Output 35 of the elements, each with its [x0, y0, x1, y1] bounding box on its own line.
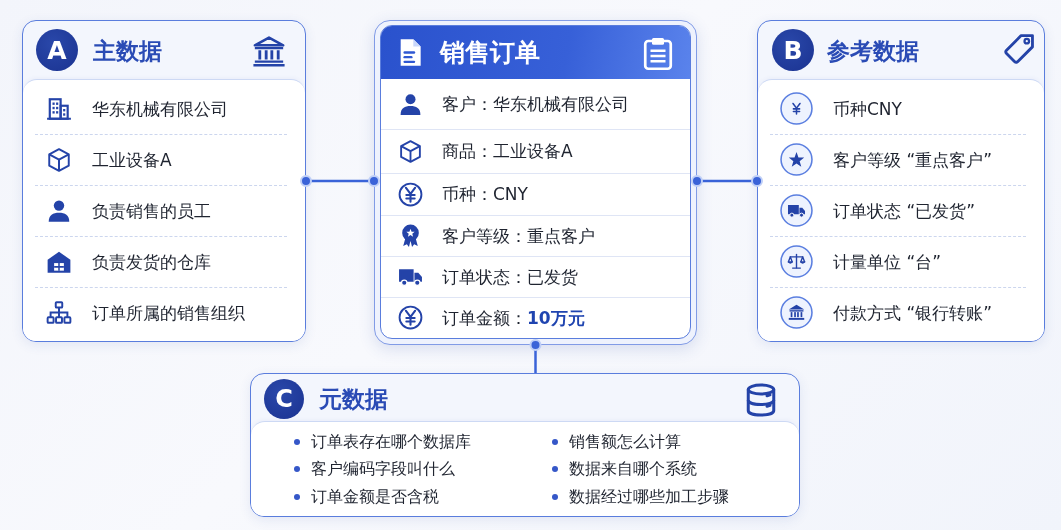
list-item: 工业设备A	[92, 148, 172, 172]
list-item: 计量单位 “台”	[833, 250, 942, 274]
list-item: 负责发货的仓库	[92, 250, 211, 274]
letter-circle: A	[36, 29, 78, 71]
list-item: 客户等级：重点客户	[442, 224, 595, 248]
list-item: 币种CNY	[833, 97, 902, 121]
list-item: 订单金额是否含税	[311, 486, 439, 508]
panel-heading: 元数据	[319, 385, 388, 414]
list-item: 客户编码字段叫什么	[311, 459, 455, 481]
list-item: 付款方式 “银行转账”	[833, 301, 993, 325]
list-item: 负责销售的员工	[92, 199, 211, 223]
connector-line	[300, 175, 380, 187]
panel-card	[22, 20, 306, 342]
list-item: 订单表存在哪个数据库	[311, 431, 471, 453]
list-item: 客户：华东机械有限公司	[442, 93, 629, 116]
connector-line	[529, 339, 542, 373]
letter-circle: B	[772, 29, 814, 71]
list-item: 华东机械有限公司	[92, 97, 228, 121]
list-item: 订单状态 “已发货”	[833, 199, 976, 223]
list-item: 商品：工业设备A	[442, 140, 573, 163]
letter-circle: C	[264, 379, 304, 419]
list-item: 订单状态：已发货	[442, 265, 578, 289]
list-item: 数据来自哪个系统	[569, 459, 697, 481]
list-item: 销售额怎么计算	[569, 431, 681, 453]
panel-card	[250, 373, 800, 517]
list-item: 币种：CNY	[442, 183, 528, 206]
panel-heading: 主数据	[93, 37, 162, 66]
panel-heading: 参考数据	[827, 37, 919, 66]
list-item: 客户等级 “重点客户”	[833, 148, 993, 172]
panel-heading: 销售订单	[440, 36, 540, 69]
list-item: 订单金额：10万元	[442, 306, 585, 330]
list-item: 数据经过哪些加工步骤	[569, 486, 729, 508]
connector-line	[691, 175, 763, 187]
panel-card	[757, 20, 1045, 342]
list-item: 订单所属的销售组织	[92, 301, 245, 325]
